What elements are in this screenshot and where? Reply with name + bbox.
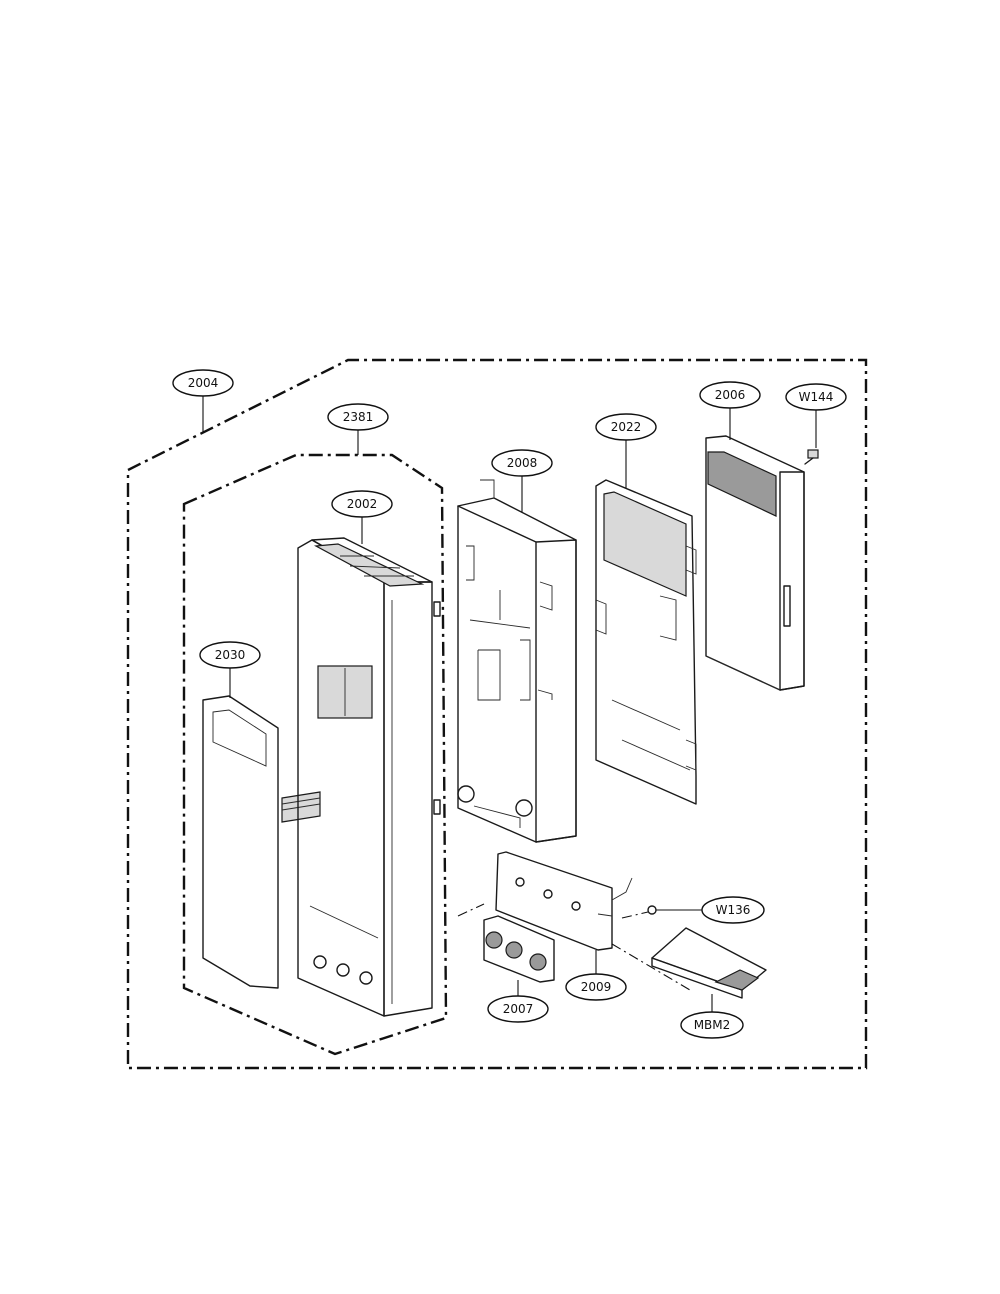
part-2022-pcb <box>595 479 697 805</box>
callout-2022: 2022 <box>595 413 657 441</box>
part-2030-membrane <box>202 695 321 989</box>
callout-label: 2006 <box>715 388 746 402</box>
callout-label: W136 <box>716 903 751 917</box>
callout-2009: 2009 <box>565 973 627 1001</box>
callout-label: 2002 <box>347 497 378 511</box>
callout-2381: 2381 <box>327 403 389 431</box>
callout-label: 2381 <box>343 410 374 424</box>
callout-MBM2: MBM2 <box>680 1011 744 1039</box>
callout-label: 2030 <box>215 648 246 662</box>
callout-label: 2008 <box>507 456 538 470</box>
part-2002-front-panel <box>297 537 441 1017</box>
callout-2030: 2030 <box>199 641 261 669</box>
callout-2002: 2002 <box>331 490 393 518</box>
part-2007-knob-assembly <box>483 915 555 983</box>
callout-2004: 2004 <box>172 369 234 397</box>
part-MBM2-cover <box>651 927 767 999</box>
callout-2008: 2008 <box>491 449 553 477</box>
assembly-boundary-2004 <box>126 358 868 1070</box>
callout-label: MBM2 <box>694 1018 731 1032</box>
callout-label: 2022 <box>611 420 642 434</box>
part-2006-cover <box>705 435 805 691</box>
part-W136-screw <box>647 905 657 915</box>
callout-W136: W136 <box>701 896 765 924</box>
part-2009-bracket <box>495 851 633 951</box>
callout-label: 2004 <box>188 376 219 390</box>
leader-lines <box>202 396 817 1012</box>
callout-2007: 2007 <box>487 995 549 1023</box>
callout-2006: 2006 <box>699 381 761 409</box>
callout-label: 2009 <box>581 980 612 994</box>
assembly-boundary-2381 <box>182 453 448 1056</box>
part-W144-screw <box>804 449 819 465</box>
callout-label: 2007 <box>503 1002 534 1016</box>
part-2008-frame <box>457 479 577 843</box>
callout-label: W144 <box>799 390 834 404</box>
callout-W144: W144 <box>785 383 847 411</box>
